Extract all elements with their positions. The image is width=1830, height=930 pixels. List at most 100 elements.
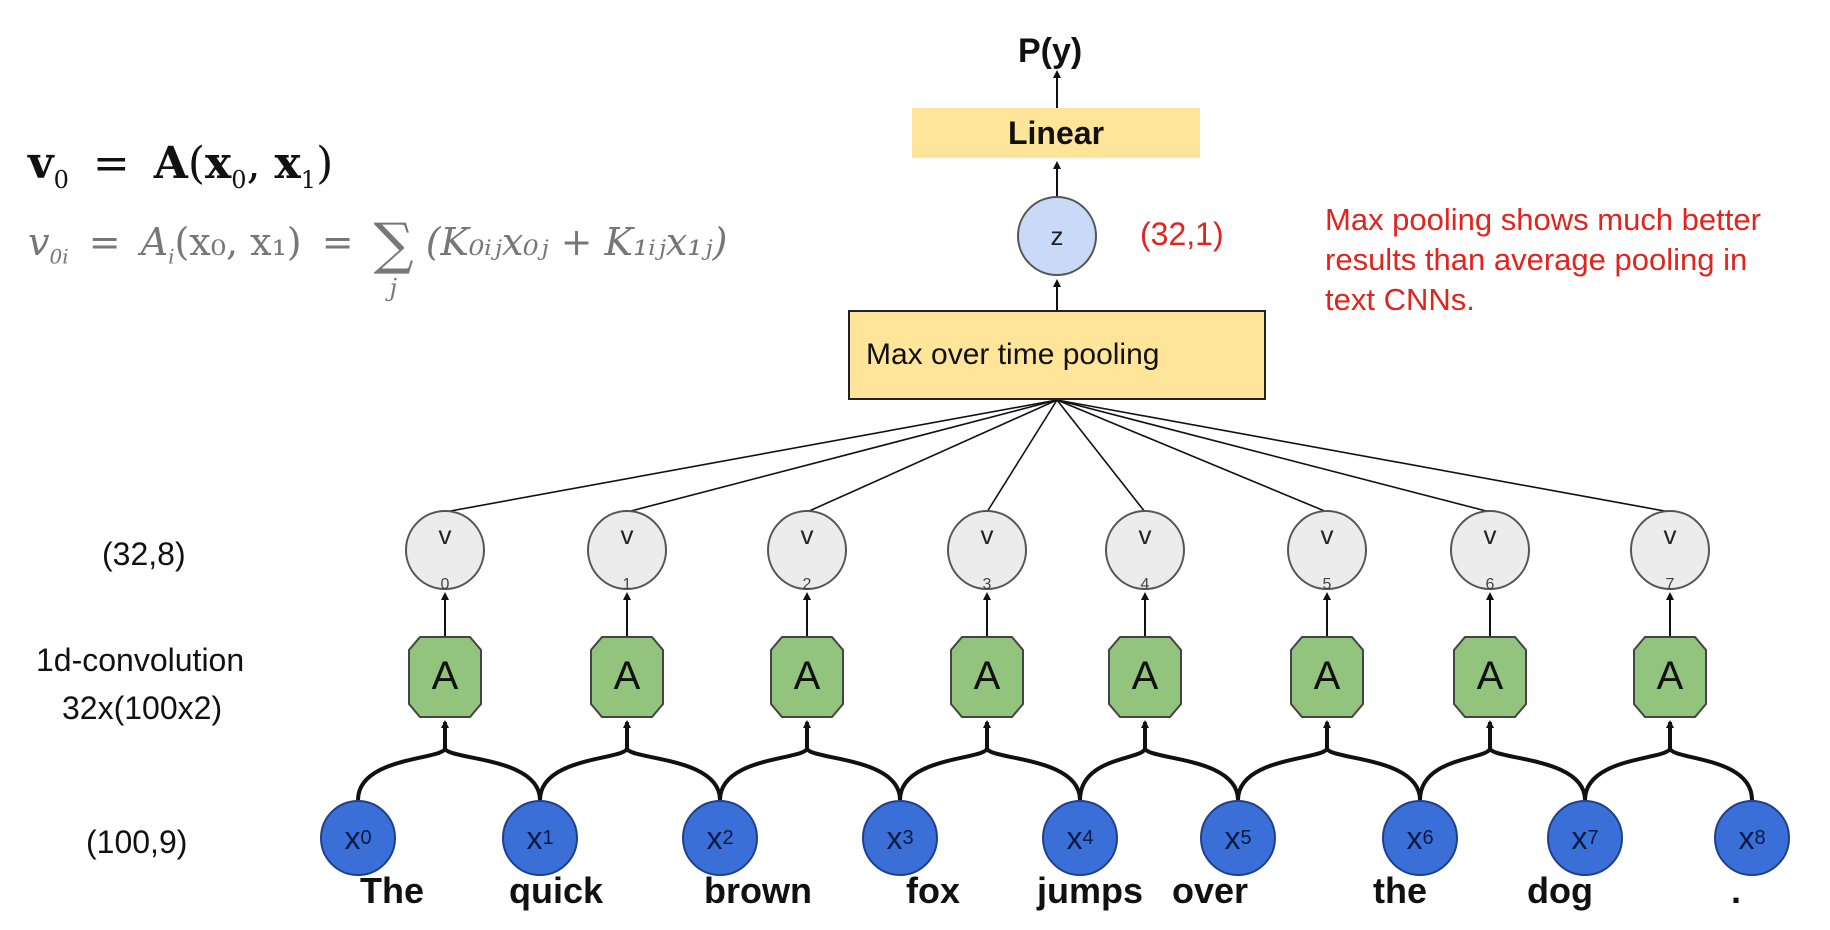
- input-to-conv-curve: [718, 746, 809, 801]
- conv-node-label: A: [613, 654, 641, 698]
- input-node-label: x: [526, 819, 543, 856]
- pooling-box: Max over time pooling: [848, 310, 1266, 400]
- feature-node-index: 7: [1665, 576, 1675, 593]
- conv-node: A: [1633, 636, 1707, 718]
- input-to-conv-curve: [1668, 747, 1754, 801]
- feature-node-label: v: [1138, 520, 1152, 550]
- conv-node-shape: [770, 636, 844, 718]
- conv-node-label: A: [431, 654, 459, 698]
- formula2-args: (x₀, x₁): [174, 220, 302, 264]
- input-to-conv-curve: [625, 746, 722, 801]
- pool-fan-line: [1056, 399, 1491, 513]
- pooling-note: Max pooling shows much better results th…: [1325, 202, 1761, 317]
- input-to-conv-curve: [985, 746, 1082, 801]
- formula2-func-sub: i: [168, 244, 175, 269]
- conv-node-label: A: [1476, 654, 1504, 698]
- formula2-eq2: =: [321, 220, 354, 264]
- conv-node-shape: [408, 636, 482, 718]
- formula-arg2-sub: 1: [300, 165, 317, 194]
- feature-node-label: v: [1483, 520, 1497, 550]
- formula-v: v: [28, 138, 54, 189]
- input-to-conv-curve: [1583, 746, 1672, 801]
- conv-node: A: [1290, 636, 1364, 718]
- input-word: brown: [704, 870, 812, 911]
- pool-fan-line: [1056, 399, 1146, 513]
- conv-node-label: A: [973, 654, 1001, 698]
- conv-node-shape: [1633, 636, 1707, 718]
- conv-node: A: [590, 636, 664, 718]
- input-node-label: x: [886, 819, 903, 856]
- z-label: z: [1050, 220, 1064, 251]
- feature-node-index: 5: [1322, 576, 1332, 593]
- linear-box: Linear: [912, 108, 1200, 158]
- conv-node: A: [1453, 636, 1527, 718]
- input-word: quick: [508, 870, 604, 911]
- conv-node: A: [1108, 636, 1182, 718]
- feature-node-index: 3: [982, 576, 992, 593]
- input-word: fox: [906, 870, 960, 911]
- conv-node-label: A: [793, 654, 821, 698]
- input-to-conv-curve: [1418, 747, 1492, 801]
- conv-node: A: [408, 636, 482, 718]
- v-shape-label: (32,8): [102, 536, 186, 572]
- feature-node-label: v: [438, 520, 452, 550]
- input-node-index: 8: [1754, 826, 1766, 849]
- formula-open: (: [187, 138, 206, 189]
- input-node-index: 1: [542, 826, 554, 849]
- input-node-label: x: [706, 819, 723, 856]
- input-to-conv-curve: [356, 746, 447, 801]
- formula-arg2: x: [274, 138, 301, 189]
- input-word: The: [359, 870, 425, 911]
- x-shape-label: (100,9): [86, 824, 188, 860]
- pool-fan-line: [1056, 399, 1328, 513]
- formula2-eq1: =: [88, 220, 121, 264]
- conv-node-shape: [950, 636, 1024, 718]
- input-node-label: x: [1066, 819, 1083, 856]
- input-to-conv-curve: [538, 746, 629, 801]
- input-to-conv-curve: [1488, 746, 1587, 801]
- input-node-label: x: [344, 819, 361, 856]
- input-node-index: 4: [1082, 826, 1094, 849]
- conv-shape-label: 32x(100x2): [62, 690, 223, 726]
- formula-arg1-sub: 0: [231, 165, 247, 194]
- pool-fan-line: [626, 399, 1058, 513]
- input-node-label: x: [1571, 819, 1588, 856]
- input-node-label: x: [1738, 819, 1755, 856]
- feature-node-index: 4: [1140, 576, 1150, 593]
- conv-node: A: [950, 636, 1024, 718]
- linear-label: Linear: [1007, 114, 1105, 151]
- input-node-index: 6: [1422, 826, 1434, 849]
- input-word: .: [1730, 870, 1742, 911]
- conv-node-shape: [590, 636, 664, 718]
- feature-node-label: v: [620, 520, 634, 550]
- input-node-index: 5: [1240, 826, 1252, 849]
- conv-node-label: A: [1131, 654, 1159, 698]
- feature-node-label: v: [980, 520, 994, 550]
- pool-fan-line: [806, 399, 1058, 513]
- input-to-conv-curve: [1143, 746, 1240, 801]
- formula-v-sub: 0: [53, 165, 69, 194]
- conv-node: A: [770, 636, 844, 718]
- feature-node-index: 1: [622, 576, 632, 593]
- conv-node-shape: [1290, 636, 1364, 718]
- formula2-v: v: [28, 220, 50, 264]
- output-label: P(y): [1018, 32, 1083, 70]
- feature-node-index: 2: [802, 576, 812, 593]
- input-node-index: 7: [1587, 826, 1599, 849]
- formula-line-1: v0 = A(x0, x1): [28, 138, 333, 194]
- input-node-label: x: [1406, 819, 1423, 856]
